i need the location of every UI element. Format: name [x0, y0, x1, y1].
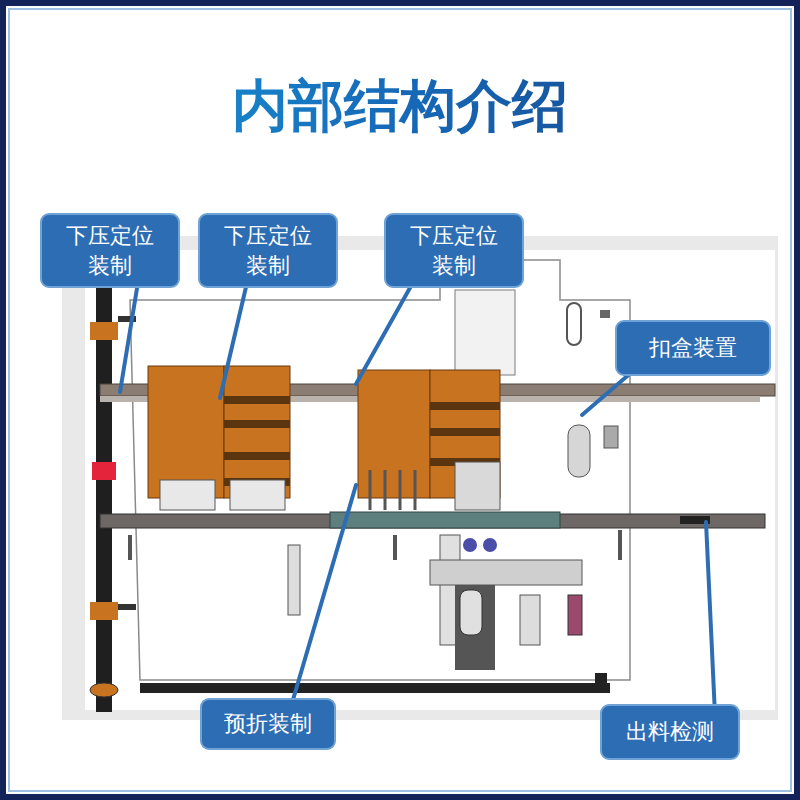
carton-stripe	[430, 428, 500, 436]
post	[520, 595, 540, 645]
callout-box: 下压定位 装制	[40, 213, 180, 288]
leader-line	[290, 485, 356, 710]
valve	[568, 595, 582, 635]
callout-text: 下压定位 装制	[60, 221, 160, 280]
fold-pins	[370, 470, 415, 510]
drawing-ground-inner	[85, 250, 775, 710]
leader-line	[220, 270, 250, 398]
carton	[148, 366, 224, 498]
foot	[595, 673, 607, 685]
carton-stripe	[224, 420, 290, 428]
bolt	[600, 310, 610, 318]
housing	[130, 260, 630, 680]
bracket	[604, 426, 618, 448]
callout-box: 扣盒装置	[615, 320, 771, 376]
fold-block	[455, 462, 500, 510]
page-title: 内部结构介绍	[0, 72, 800, 139]
roller	[463, 538, 477, 552]
clamp	[90, 602, 118, 620]
callout-box: 下压定位 装制	[384, 213, 524, 288]
press-plate	[230, 480, 285, 510]
callout-text: 下压定位 装制	[404, 221, 504, 280]
callout-text: 出料检测	[626, 717, 714, 747]
motor-cylinder	[460, 590, 482, 635]
clamp-red	[92, 462, 116, 480]
cylinder	[568, 425, 590, 477]
leader-line	[120, 270, 140, 392]
prefold-bar	[330, 512, 560, 528]
shaft	[96, 282, 112, 712]
callout-box: 预折装制	[200, 698, 336, 750]
legs	[130, 530, 620, 560]
base-plate	[140, 683, 610, 693]
carton-stripe	[430, 402, 500, 410]
clamp	[90, 322, 118, 340]
callout-box: 下压定位 装制	[198, 213, 338, 288]
leader-line	[706, 522, 715, 715]
carton-stripe	[224, 452, 290, 460]
slot	[567, 303, 581, 345]
callout-text: 下压定位 装制	[218, 221, 318, 280]
drawing-ground	[62, 236, 778, 720]
callout-text: 预折装制	[224, 709, 312, 739]
roller	[483, 538, 497, 552]
motor	[455, 585, 495, 670]
lever	[118, 604, 136, 610]
carton-stripe	[224, 396, 290, 404]
callout-text: 扣盒装置	[649, 333, 737, 363]
post	[288, 545, 300, 615]
handwheel	[90, 683, 118, 697]
callout-box: 出料检测	[600, 704, 740, 760]
press-plate	[160, 480, 215, 510]
carton	[224, 366, 290, 498]
mount-plate	[430, 560, 582, 585]
upper-block	[455, 290, 515, 375]
